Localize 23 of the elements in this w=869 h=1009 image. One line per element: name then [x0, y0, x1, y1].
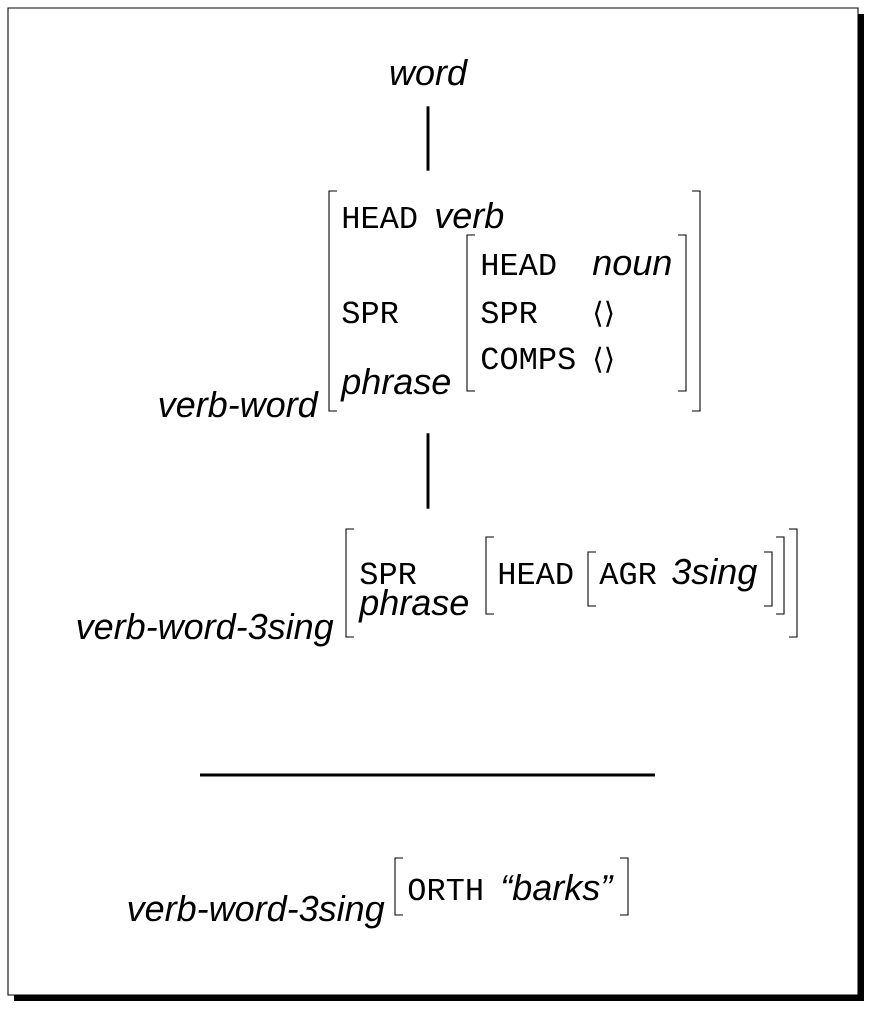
- value-label: noun: [592, 255, 671, 276]
- feature-label: SPR: [342, 301, 399, 324]
- feature-label: SPR: [360, 562, 417, 585]
- type-label: word: [390, 58, 468, 86]
- value-label: 3sing: [672, 557, 757, 592]
- feature-label: HEAD: [499, 562, 573, 584]
- feature-label: ORTH: [408, 878, 482, 901]
- empty-list-symbol: ⟨⟩: [594, 346, 613, 373]
- feature-label: SPR: [481, 301, 538, 324]
- type-label: verb-word: [159, 390, 319, 418]
- type-label: verb-word-3sing: [128, 894, 385, 929]
- empty-list-symbol: ⟨⟩: [594, 300, 613, 327]
- feature-label: COMPS: [482, 347, 575, 370]
- type-label: phrase: [340, 367, 450, 402]
- feature-label: AGR: [599, 562, 657, 585]
- connector-line: [426, 106, 430, 171]
- connector-line: [426, 433, 430, 509]
- type-label: verb-word-3sing: [77, 612, 334, 647]
- value-label: “barks”: [502, 873, 614, 901]
- type-label: phrase: [358, 588, 468, 623]
- value-label: verb: [436, 201, 504, 229]
- feature-label: HEAD: [482, 253, 556, 275]
- feature-label: HEAD: [343, 206, 417, 228]
